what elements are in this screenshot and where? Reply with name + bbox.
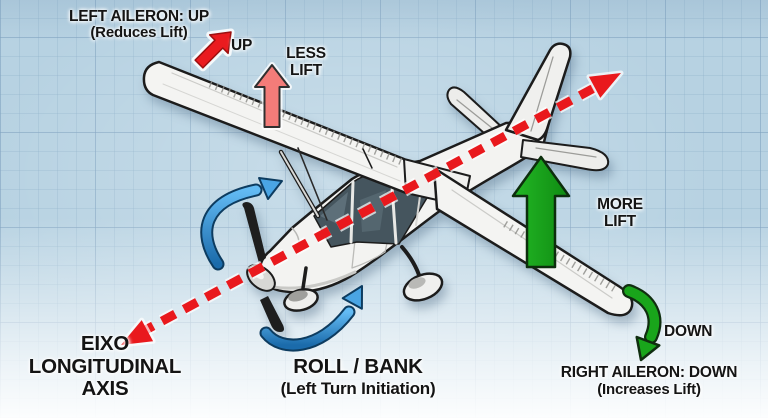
blue-roll-arrow-bottom-icon (259, 285, 363, 352)
longitudinal-axis-label-line2: LONGITUDINAL (28, 354, 182, 378)
longitudinal-axis-label-line1: EIXO (80, 332, 130, 355)
roll-bank-label-line2: (Left Turn Initiation) (280, 379, 436, 398)
right-aileron-label-line1: RIGHT AILERON: DOWN (560, 364, 738, 381)
down-arrow-label: DOWN (664, 323, 713, 340)
right-aileron-label: RIGHT AILERON: DOWN (Increases Lift) (539, 364, 759, 398)
green-down-arrow-icon (622, 284, 662, 362)
blue-roll-arrow-top-icon (200, 177, 283, 271)
more-lift-label: MORE LIFT (580, 196, 660, 230)
airplane-left-stabilizer (446, 86, 506, 141)
longitudinal-axis-label-line3: AXIS (81, 377, 129, 400)
left-aileron-label: LEFT AILERON: UP (Reduces Lift) (39, 9, 239, 41)
more-lift-label-line2: LIFT (604, 213, 636, 230)
right-aileron-label-line2: (Increases Lift) (597, 381, 701, 398)
airplane-nose-gear (283, 266, 319, 312)
airplane-antenna (362, 148, 373, 169)
airplane-main-gear (400, 245, 444, 302)
salmon-less-lift-arrow-icon (252, 62, 292, 130)
less-lift-label: LESS LIFT (266, 45, 346, 79)
left-aileron-label-line1: LEFT AILERON: UP (68, 8, 210, 25)
red-up-arrow-icon (191, 28, 235, 72)
roll-bank-label: ROLL / BANK (Left Turn Initiation) (258, 356, 458, 399)
up-arrow-label: UP (231, 37, 253, 54)
green-more-lift-arrow-icon (511, 155, 571, 269)
longitudinal-axis-label: EIXO LONGITUDINAL AXIS (5, 332, 205, 401)
left-aileron-label-line2: (Reduces Lift) (90, 24, 188, 41)
roll-bank-label-line1: ROLL / BANK (293, 355, 423, 378)
red-dashed-axis-arrow-icon (118, 70, 624, 348)
more-lift-label-line1: MORE (597, 196, 643, 213)
airplane-vertical-fin (504, 42, 572, 142)
left-aileron-hatching (208, 80, 404, 166)
less-lift-label-line1: LESS (286, 45, 326, 62)
airplane-wing-strut (278, 147, 328, 221)
airplane-right-stabilizer (520, 139, 610, 172)
less-lift-label-line2: LIFT (290, 62, 322, 79)
